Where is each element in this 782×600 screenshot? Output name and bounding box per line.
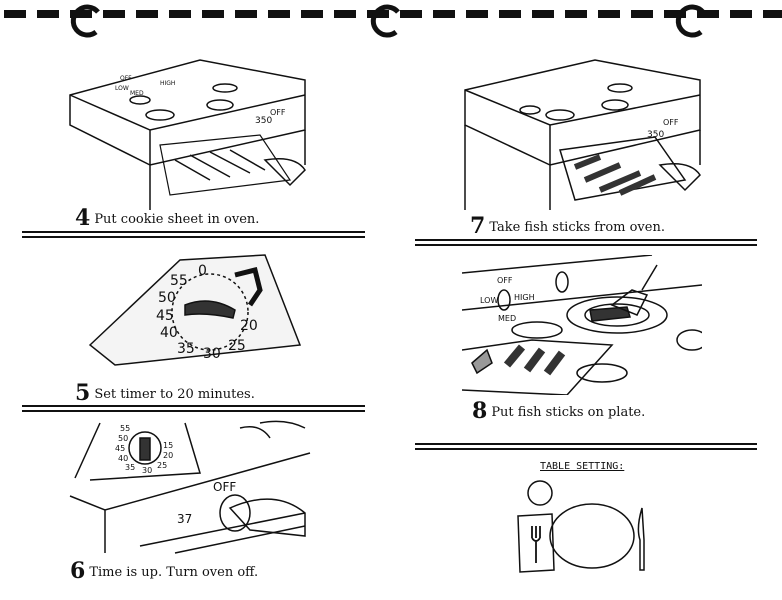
- svg-text:37: 37: [177, 512, 192, 526]
- svg-text:40: 40: [118, 454, 128, 463]
- knife-icon: [637, 507, 645, 571]
- binding-dash: [532, 10, 554, 18]
- svg-text:20: 20: [240, 318, 258, 334]
- svg-text:50: 50: [118, 434, 128, 443]
- binding-dash: [763, 10, 782, 18]
- glass-icon: [527, 480, 553, 506]
- svg-text:25: 25: [157, 461, 167, 470]
- binding-dash: [697, 10, 719, 18]
- svg-text:350: 350: [255, 116, 272, 126]
- step-number: 6: [70, 558, 86, 584]
- svg-text:45: 45: [115, 444, 125, 453]
- binding-dash: [70, 10, 92, 18]
- plate-icon: [549, 503, 635, 569]
- svg-text:OFF: OFF: [497, 276, 513, 285]
- divider: [415, 239, 757, 246]
- svg-text:HIGH: HIGH: [514, 293, 535, 302]
- binding-dash: [103, 10, 125, 18]
- binding-dash: [730, 10, 752, 18]
- svg-text:55: 55: [170, 273, 188, 289]
- divider: [415, 443, 757, 450]
- napkin-icon: [517, 513, 555, 573]
- divider: [22, 231, 365, 238]
- binding-dash: [466, 10, 488, 18]
- binding-dash: [499, 10, 521, 18]
- svg-text:LOW: LOW: [480, 296, 498, 305]
- svg-text:35: 35: [177, 341, 195, 357]
- svg-text:30: 30: [142, 466, 152, 475]
- binding-dash: [202, 10, 224, 18]
- divider: [22, 405, 365, 412]
- svg-text:30: 30: [203, 346, 221, 362]
- svg-text:OFF: OFF: [663, 118, 679, 127]
- binding-dash: [268, 10, 290, 18]
- binding-dash: [235, 10, 257, 18]
- step-text: Set timer to 20 minutes.: [94, 387, 255, 402]
- svg-text:350: 350: [647, 130, 664, 140]
- binding-dash: [400, 10, 422, 18]
- ring-icon: [370, 4, 400, 38]
- step7-illustration: 350 OFF: [464, 59, 701, 210]
- svg-text:0: 0: [198, 263, 207, 279]
- svg-text:MED: MED: [130, 90, 144, 97]
- step-text: Time is up. Turn oven off.: [89, 565, 259, 580]
- svg-text:40: 40: [160, 325, 178, 341]
- svg-text:HIGH: HIGH: [160, 80, 175, 87]
- step-number: 7: [470, 213, 486, 239]
- fork-icon: [531, 526, 541, 563]
- ring-icon: [675, 4, 705, 38]
- svg-text:LOW: LOW: [115, 85, 129, 92]
- binding-dash: [565, 10, 587, 18]
- binding-dash: [598, 10, 620, 18]
- step-text: Put cookie sheet in oven.: [94, 212, 260, 227]
- timer-illustration: 0 20 25 30 35 40 45 50 55: [88, 254, 302, 366]
- binding-dash: [664, 10, 686, 18]
- step4-illustration: 350 OFF OFF LOW MED HIGH: [69, 59, 306, 210]
- binding-rings: [70, 4, 705, 38]
- binding-dash: [37, 10, 59, 18]
- binding-dash: [433, 10, 455, 18]
- binding-dash: [301, 10, 323, 18]
- binding-dash: [631, 10, 653, 18]
- svg-text:OFF: OFF: [213, 480, 236, 494]
- svg-text:55: 55: [120, 424, 130, 433]
- binding-dash: [4, 10, 26, 18]
- binding-dash: [136, 10, 158, 18]
- svg-text:OFF: OFF: [120, 75, 132, 82]
- binding-dash: [169, 10, 191, 18]
- svg-text:50: 50: [158, 290, 176, 306]
- svg-text:25: 25: [228, 338, 246, 354]
- step-text: Take fish sticks from oven.: [489, 220, 665, 235]
- svg-text:15: 15: [163, 441, 173, 450]
- table-setting-illustration: [517, 480, 645, 573]
- table-setting-title: TABLE SETTING:: [540, 461, 625, 472]
- step-number: 5: [75, 380, 91, 406]
- step-text: Put fish sticks on plate.: [491, 405, 646, 420]
- step8-illustration: OFF LOW MED HIGH: [462, 255, 702, 395]
- svg-text:20: 20: [163, 451, 173, 460]
- ring-icon: [70, 4, 100, 38]
- svg-text:45: 45: [156, 308, 174, 324]
- svg-text:OFF: OFF: [270, 108, 286, 117]
- step-number: 8: [472, 398, 488, 424]
- svg-text:MED: MED: [498, 314, 516, 323]
- binding-dash: [334, 10, 356, 18]
- svg-text:35: 35: [125, 463, 135, 472]
- step-number: 4: [75, 205, 91, 231]
- timer-numbers: 0 20 25 30 35 40 45 50 55: [156, 263, 258, 362]
- step6-illustration: 55 50 45 40 35 30 25 20 15 OFF 37: [69, 420, 311, 554]
